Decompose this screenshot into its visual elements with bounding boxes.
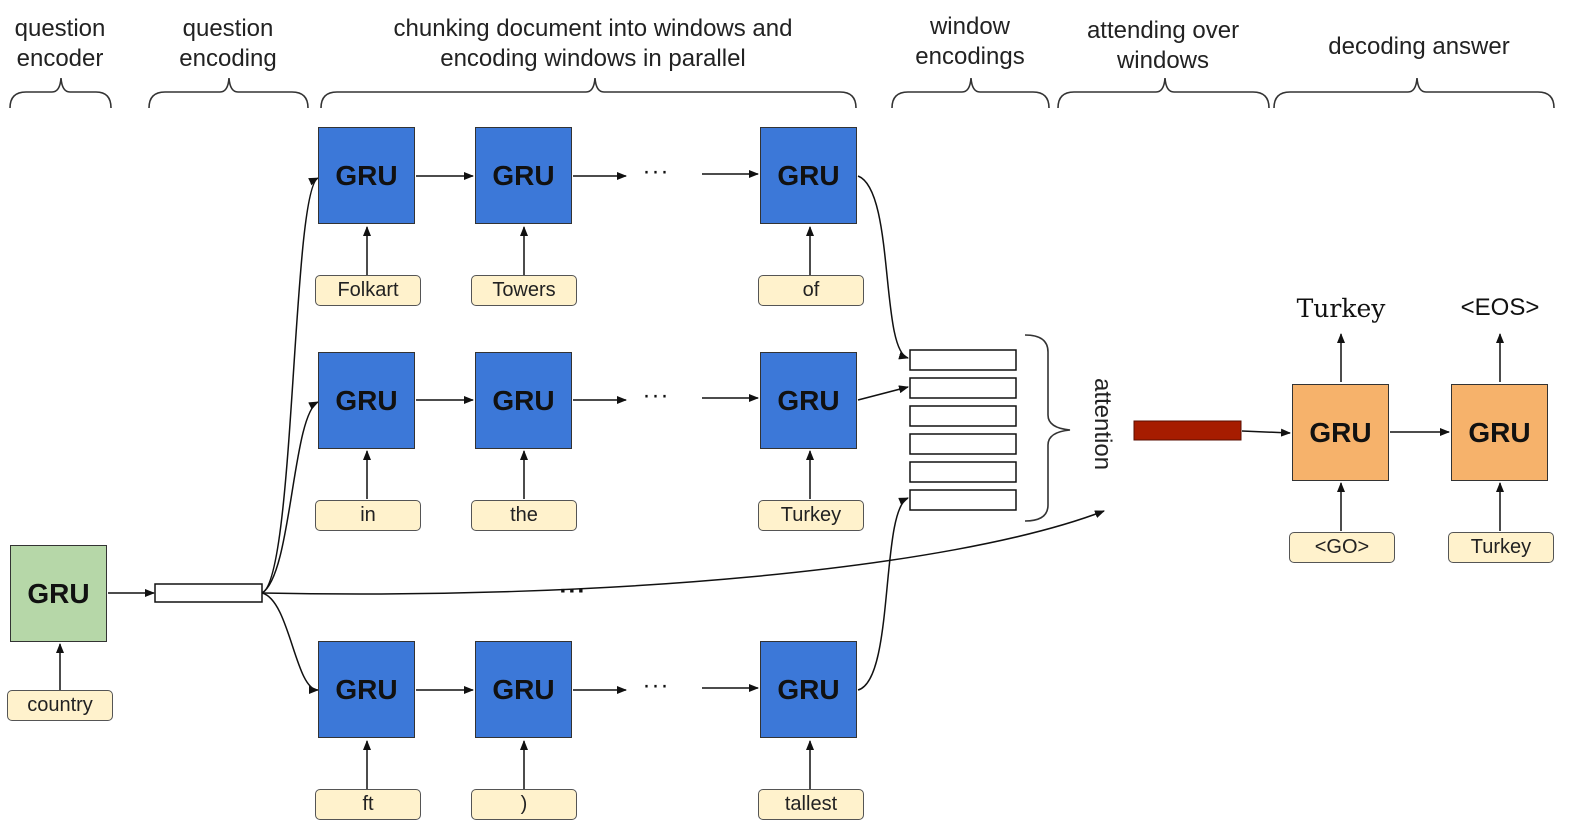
token-question: country [7,690,113,721]
window-encoding [909,405,1017,427]
window-encoding [909,461,1017,483]
brace-attending [1057,77,1270,109]
token-word: tallest [758,789,864,820]
window-gru: GRU [475,352,572,449]
brace-question-encoder [9,77,112,109]
arrow-ctx-to-dec1 [1241,428,1291,437]
header-line: window [929,13,1011,40]
question-encoding-vector [154,583,263,603]
arrow-r2-to-enc [857,385,909,401]
arrow-qvec-to-row1 [261,177,319,594]
brace-chunking [320,77,857,109]
header-line: question [182,15,274,42]
window-gru: GRU [318,127,415,224]
window-encodings-stack [909,349,1017,511]
window-gru: GRU [760,641,857,738]
window-encoding [909,349,1017,371]
ellipsis: ··· [642,382,670,409]
row-ellipsis: ··· [559,578,587,605]
header-question-encoding: question encoding [179,14,276,74]
header-window-encodings: window encodings [915,12,1024,72]
question-gru: GRU [10,545,107,642]
token-word: of [758,275,864,306]
window-gru: GRU [760,352,857,449]
window-gru: GRU [475,641,572,738]
token-word: Turkey [758,500,864,531]
token-word: Folkart [315,275,421,306]
window-gru: GRU [475,127,572,224]
header-line: encoding [179,45,277,72]
decoder-output: Turkey [1296,294,1386,323]
context-vector [1133,420,1242,441]
token-decoder-input: Turkey [1448,532,1554,563]
header-attending: attending over windows [1087,16,1239,76]
arrow-r1-to-enc [857,175,909,360]
decoder-output: <EOS> [1460,294,1540,321]
attention-label: attention [1089,378,1116,471]
window-encoding [909,433,1017,455]
arrow-qvec-to-row2 [261,401,319,594]
token-word: ft [315,789,421,820]
token-word: Towers [471,275,577,306]
token-word: the [471,500,577,531]
decoder-gru: GRU [1292,384,1389,481]
window-encoding [909,489,1017,511]
brace-decoding [1273,77,1555,109]
decoder-gru: GRU [1451,384,1548,481]
header-line: attending over [1086,17,1240,44]
token-word: in [315,500,421,531]
header-question-encoder: question encoder [15,14,106,74]
header-line: encoder [16,45,104,72]
header-line: decoding answer [1328,33,1510,60]
window-gru: GRU [760,127,857,224]
ellipsis: ··· [642,672,670,699]
window-encoding [909,377,1017,399]
brace-attention [1024,334,1071,522]
header-line: encodings [915,43,1025,70]
ellipsis: ··· [642,158,670,185]
window-gru: GRU [318,641,415,738]
header-line: windows [1116,47,1210,74]
header-chunking: chunking document into windows and encod… [394,14,793,74]
brace-window-encodings [891,77,1050,109]
brace-question-encoding [148,77,309,109]
header-decoding: decoding answer [1328,32,1509,62]
header-line: chunking document into windows and [393,15,793,42]
token-word: ) [471,789,577,820]
arrow-qvec-to-row3 [261,592,319,694]
window-gru: GRU [318,352,415,449]
arrow-qvec-to-attention [261,510,1105,595]
arrow-r3-to-enc [857,497,909,691]
header-line: encoding windows in parallel [440,45,746,72]
token-decoder-input: <GO> [1289,532,1395,563]
header-line: question [14,15,106,42]
